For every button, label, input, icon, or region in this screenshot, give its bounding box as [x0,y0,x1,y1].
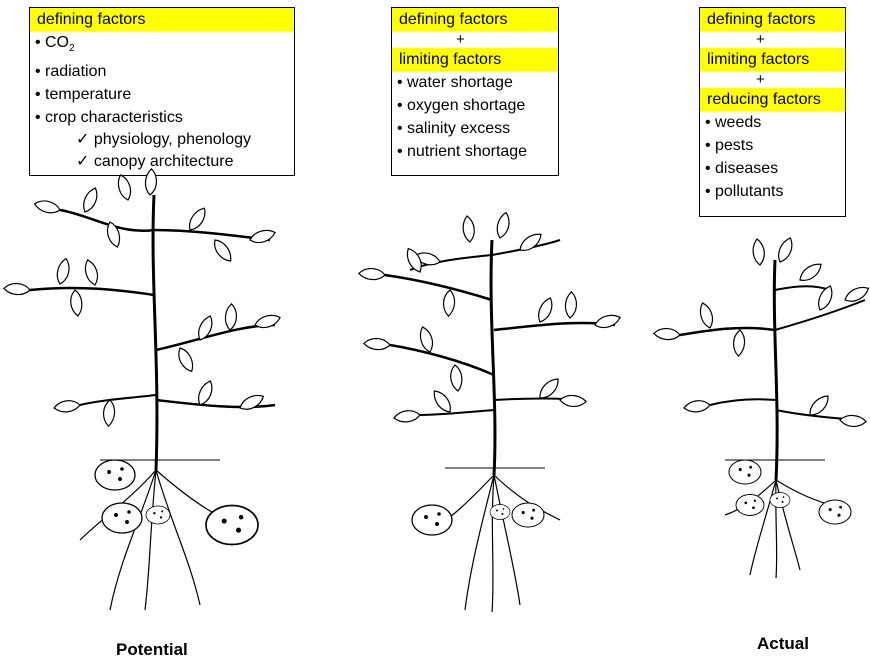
potential-caption: Potential [116,640,188,660]
potential-plant [3,168,281,610]
actual-plant [653,236,870,578]
attainable-plant [358,211,621,612]
actual-caption: Actual [757,634,809,654]
